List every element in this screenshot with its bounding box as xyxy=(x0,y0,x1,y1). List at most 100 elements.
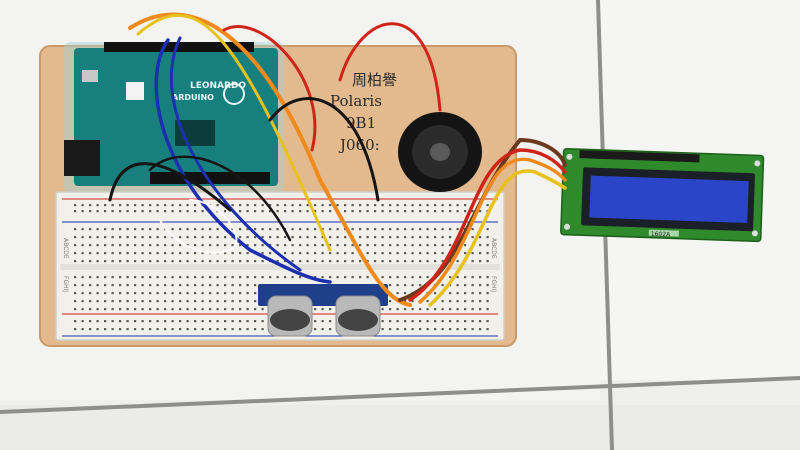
breadboard-hole xyxy=(194,236,197,239)
breadboard-hole xyxy=(254,228,257,231)
note-line-4: J060: xyxy=(338,136,380,154)
breadboard-hole xyxy=(411,244,414,247)
breadboard-hole xyxy=(149,300,152,303)
breadboard-hole xyxy=(149,244,152,247)
breadboard-hole xyxy=(261,236,264,239)
breadboard-hole xyxy=(419,210,422,213)
breadboard-hole xyxy=(411,308,414,311)
breadboard-hole xyxy=(344,252,347,255)
breadboard-hole xyxy=(119,292,122,295)
breadboard-hole xyxy=(149,210,152,213)
breadboard-hole xyxy=(149,284,152,287)
breadboard-hole xyxy=(419,320,422,323)
breadboard-hole xyxy=(156,308,159,311)
row-letters-top-right: ABCDE xyxy=(490,238,497,259)
breadboard-hole xyxy=(111,228,114,231)
breadboard-hole xyxy=(299,244,302,247)
breadboard-hole xyxy=(479,328,482,331)
breadboard-hole xyxy=(441,244,444,247)
breadboard-hole xyxy=(179,308,182,311)
breadboard-hole xyxy=(359,228,362,231)
breadboard-hole xyxy=(449,308,452,311)
breadboard-hole xyxy=(464,204,467,207)
breadboard-hole xyxy=(104,284,107,287)
breadboard-hole xyxy=(456,308,459,311)
breadboard-hole xyxy=(209,276,212,279)
breadboard-hole xyxy=(104,328,107,331)
breadboard-hole xyxy=(441,308,444,311)
breadboard-hole xyxy=(269,228,272,231)
breadboard-hole xyxy=(389,236,392,239)
breadboard-hole xyxy=(479,210,482,213)
breadboard-hole xyxy=(89,228,92,231)
breadboard-hole xyxy=(426,300,429,303)
breadboard-hole xyxy=(171,244,174,247)
breadboard-hole xyxy=(231,260,234,263)
breadboard-hole xyxy=(89,320,92,323)
breadboard-hole xyxy=(254,244,257,247)
breadboard-hole xyxy=(89,308,92,311)
breadboard-hole xyxy=(186,236,189,239)
breadboard-hole xyxy=(164,328,167,331)
breadboard-hole xyxy=(321,320,324,323)
breadboard-hole xyxy=(434,236,437,239)
breadboard-hole xyxy=(231,292,234,295)
breadboard-hole xyxy=(104,236,107,239)
breadboard-hole xyxy=(239,252,242,255)
breadboard-hole xyxy=(149,308,152,311)
breadboard-hole xyxy=(471,276,474,279)
breadboard-hole xyxy=(216,284,219,287)
breadboard-hole xyxy=(171,320,174,323)
breadboard-hole xyxy=(434,320,437,323)
breadboard-hole xyxy=(329,260,332,263)
breadboard-hole xyxy=(186,320,189,323)
breadboard-hole xyxy=(291,210,294,213)
breadboard-hole xyxy=(254,204,257,207)
breadboard-hole xyxy=(209,320,212,323)
breadboard-hole xyxy=(171,210,174,213)
breadboard-hole xyxy=(171,204,174,207)
breadboard-hole xyxy=(396,252,399,255)
breadboard-hole xyxy=(254,236,257,239)
breadboard-hole xyxy=(464,320,467,323)
breadboard-hole xyxy=(321,276,324,279)
breadboard-hole xyxy=(291,204,294,207)
breadboard-hole xyxy=(81,228,84,231)
breadboard-hole xyxy=(411,260,414,263)
breadboard-hole xyxy=(209,300,212,303)
breadboard-hole xyxy=(111,244,114,247)
breadboard-hole xyxy=(329,236,332,239)
breadboard-hole xyxy=(261,320,264,323)
breadboard-hole xyxy=(449,236,452,239)
breadboard-hole xyxy=(239,210,242,213)
breadboard-hole xyxy=(381,320,384,323)
breadboard-hole xyxy=(119,228,122,231)
breadboard-hole xyxy=(119,276,122,279)
breadboard-hole xyxy=(254,210,257,213)
breadboard-hole xyxy=(164,252,167,255)
breadboard-hole xyxy=(389,204,392,207)
breadboard-hole xyxy=(329,210,332,213)
breadboard-hole xyxy=(426,276,429,279)
arduino-model-label: LEONARDO xyxy=(190,81,246,91)
breadboard-hole xyxy=(419,252,422,255)
breadboard-hole xyxy=(396,260,399,263)
breadboard-hole xyxy=(426,204,429,207)
breadboard-hole xyxy=(449,210,452,213)
breadboard-hole xyxy=(336,252,339,255)
breadboard-hole xyxy=(201,284,204,287)
breadboard-hole xyxy=(449,292,452,295)
breadboard-hole xyxy=(419,236,422,239)
breadboard-hole xyxy=(216,300,219,303)
breadboard-hole xyxy=(396,328,399,331)
breadboard-hole xyxy=(231,300,234,303)
breadboard-hole xyxy=(269,236,272,239)
breadboard-hole xyxy=(306,204,309,207)
breadboard-hole xyxy=(96,204,99,207)
breadboard-hole xyxy=(89,204,92,207)
breadboard-hole xyxy=(471,236,474,239)
breadboard-hole xyxy=(464,300,467,303)
breadboard-hole xyxy=(434,204,437,207)
breadboard-hole xyxy=(329,328,332,331)
breadboard-hole xyxy=(276,204,279,207)
